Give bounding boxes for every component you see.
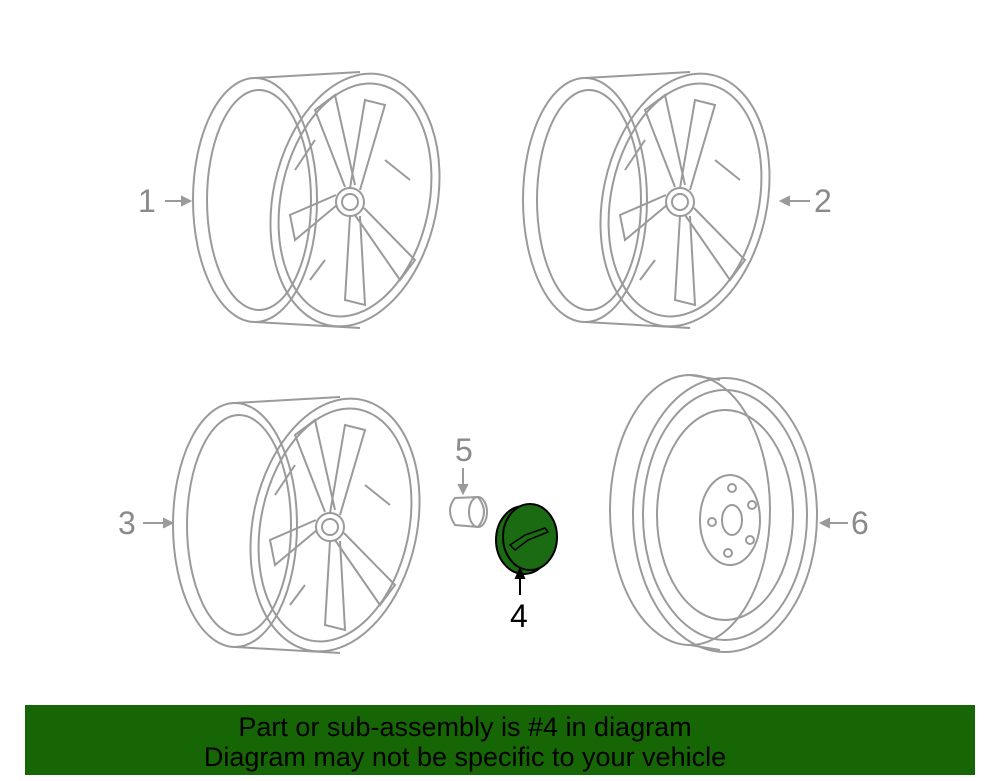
callout-1: 1 [138,183,156,219]
banner-line-1: Part or sub-assembly is #4 in diagram [238,712,692,742]
wheel-2[interactable] [522,56,793,344]
callout-5: 5 [455,432,473,468]
callout-3: 3 [118,505,136,541]
wheel-1[interactable] [192,56,463,344]
wheel-3[interactable] [172,381,443,669]
center-cap-4[interactable] [495,503,558,575]
wheel-6-steel[interactable] [609,374,818,653]
callout-4: 4 [510,598,528,634]
lug-nut-5[interactable] [449,495,488,529]
banner-line-2: Diagram may not be specific to your vehi… [203,742,727,772]
info-banner: Part or sub-assembly is #4 in diagram Di… [25,705,975,775]
callout-6: 6 [851,505,869,541]
callout-2: 2 [814,183,832,219]
callout-arrows [143,195,848,595]
